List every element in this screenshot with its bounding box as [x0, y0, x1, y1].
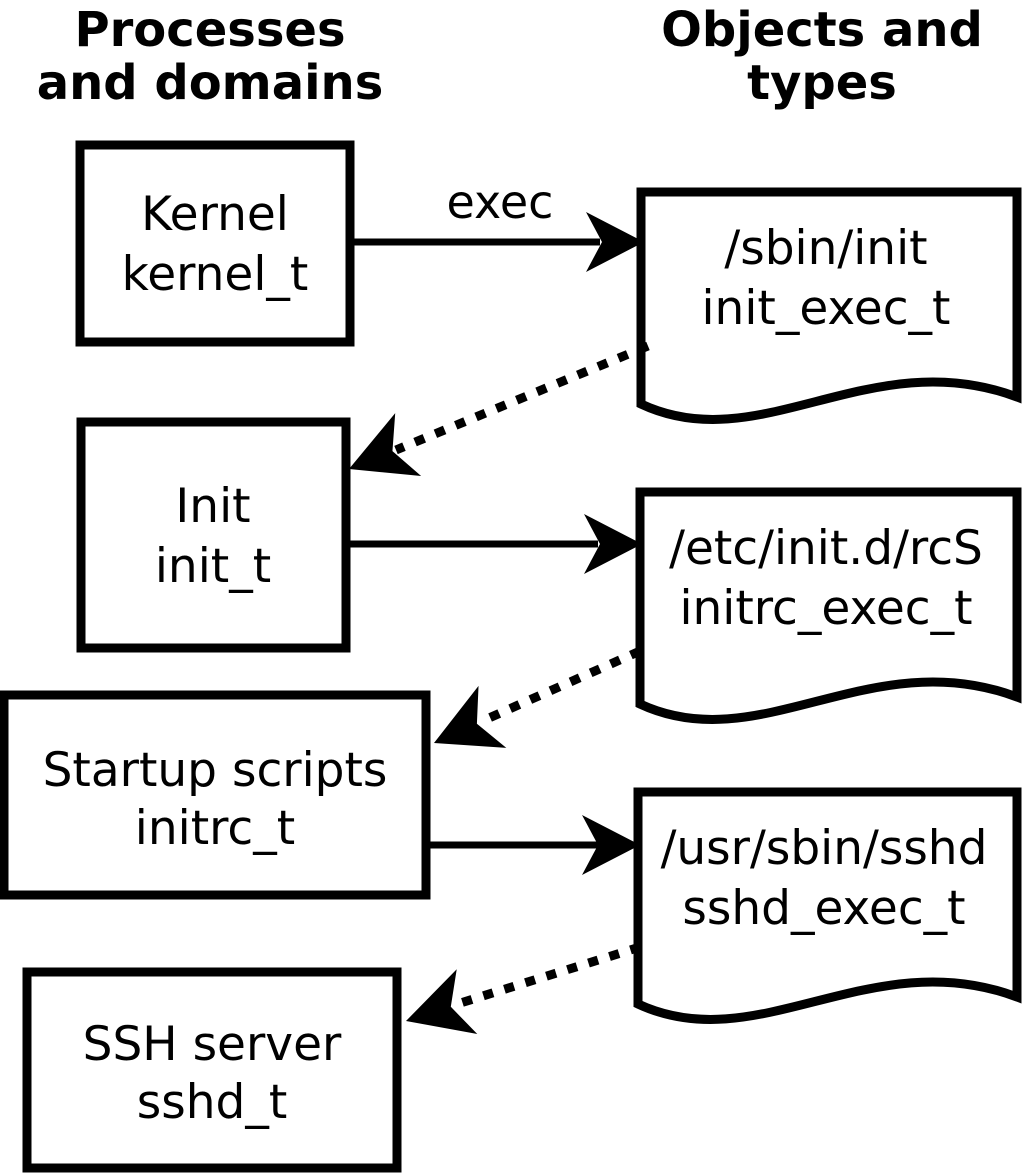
- arrowhead: [349, 413, 422, 477]
- object-type: sshd_exec_t: [682, 881, 965, 936]
- object-path: /sbin/init: [724, 221, 927, 276]
- transition-arrow-init-exec-to-init: [349, 341, 650, 477]
- arrowhead: [406, 969, 478, 1035]
- process-node-init: Init init_t: [76, 417, 351, 653]
- exec-label: exec: [447, 175, 554, 229]
- column-header-processes: Processes and domains: [37, 2, 384, 111]
- header-line: Objects and: [661, 2, 983, 58]
- object-type: initrc_exec_t: [679, 581, 972, 636]
- process-type: init_t: [155, 539, 271, 594]
- object-type: init_exec_t: [702, 281, 951, 336]
- column-header-objects: Objects and types: [661, 2, 983, 111]
- process-box: [0, 690, 431, 900]
- arrowhead: [586, 212, 644, 272]
- process-box: [22, 967, 402, 1173]
- header-line: and domains: [37, 55, 384, 111]
- transition-arrow-initrc-exec-to-initrc: [434, 646, 642, 748]
- process-label: Startup scripts: [43, 743, 388, 798]
- object-node-sshd-exec: /usr/sbin/sshd sshd_exec_t: [633, 787, 1022, 1024]
- process-label: Kernel: [141, 187, 289, 242]
- dotted-arrow-line: [478, 646, 642, 727]
- transition-arrow-sshd-exec-to-sshd: [406, 942, 642, 1035]
- dotted-arrow-line: [394, 341, 650, 455]
- process-node-initrc: Startup scripts initrc_t: [0, 690, 431, 900]
- arrowhead: [582, 815, 640, 875]
- process-type: initrc_t: [135, 801, 295, 856]
- arrowhead: [434, 685, 507, 748]
- document-shape: [636, 187, 1022, 424]
- process-box: [75, 140, 355, 347]
- header-line: types: [747, 55, 897, 111]
- dotted-arrow-line: [452, 942, 642, 1010]
- exec-arrow-init-to-initrc-exec: [346, 514, 642, 574]
- document-shape: [635, 487, 1022, 724]
- document-shape: [633, 787, 1022, 1024]
- object-node-initrc-exec: /etc/init.d/rcS initrc_exec_t: [635, 487, 1022, 724]
- process-node-sshd: SSH server sshd_t: [22, 967, 402, 1173]
- process-label: SSH server: [83, 1017, 342, 1072]
- process-type: sshd_t: [137, 1075, 288, 1130]
- exec-arrow-kernel-to-init-exec: exec: [350, 175, 644, 272]
- process-type: kernel_t: [122, 247, 309, 302]
- process-node-kernel: Kernel kernel_t: [75, 140, 355, 347]
- arrowhead: [584, 514, 642, 574]
- process-box: [76, 417, 351, 653]
- object-node-init-exec: /sbin/init init_exec_t: [636, 187, 1022, 424]
- object-path: /etc/init.d/rcS: [669, 521, 983, 576]
- process-label: Init: [175, 479, 250, 534]
- exec-arrow-initrc-to-sshd-exec: [426, 815, 640, 875]
- object-path: /usr/sbin/sshd: [661, 821, 988, 876]
- header-line: Processes: [74, 2, 345, 58]
